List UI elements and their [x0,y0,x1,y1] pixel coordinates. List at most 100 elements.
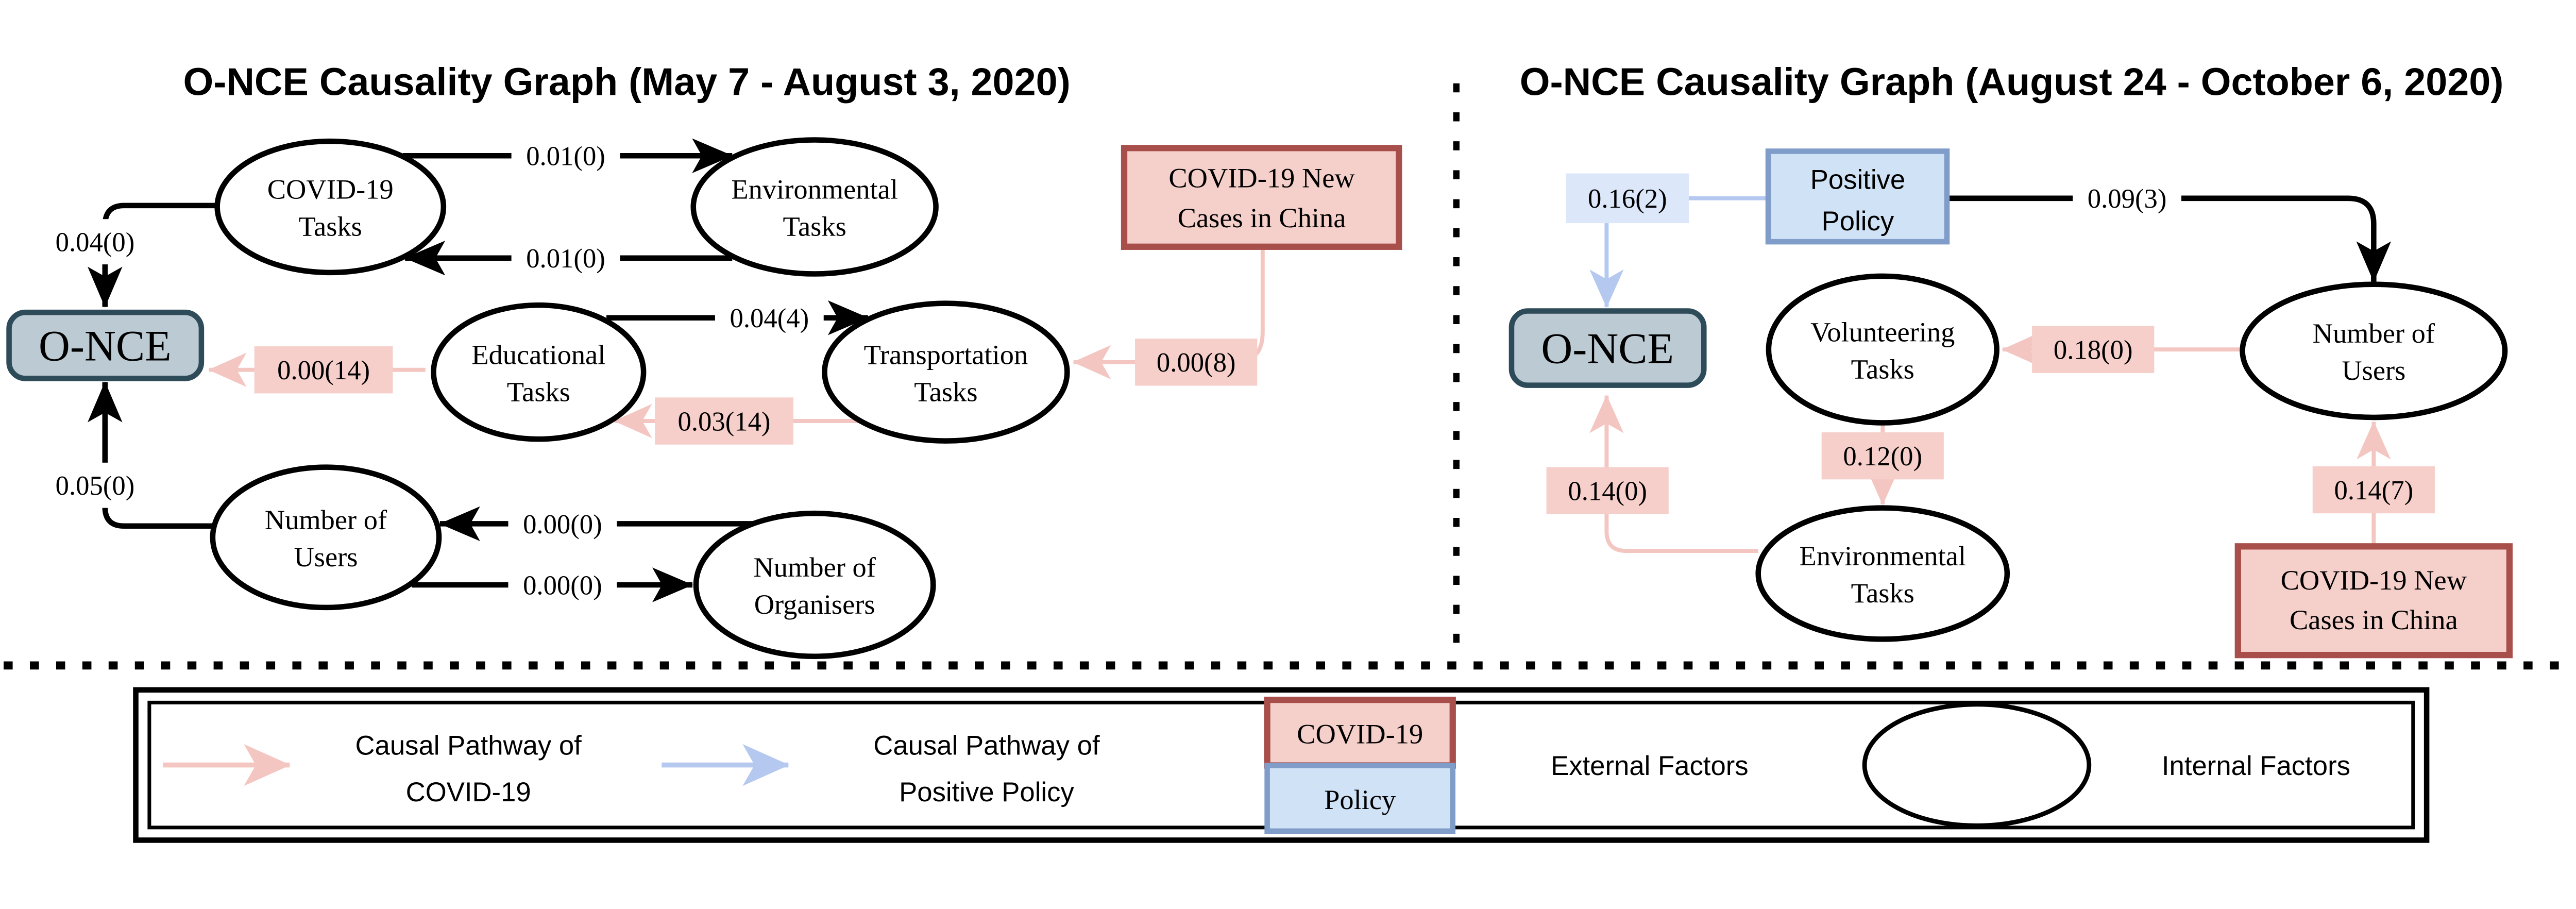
node-positive-policy-shape [1765,148,1950,245]
node-volunteering: Volunteering Tasks [1766,273,1999,426]
legend-internal-factors-label: Internal Factors [2162,751,2350,781]
node-covid-cases-left-shape [1121,145,1402,250]
edge-label-bg [2312,466,2435,514]
legend-covid-swatch-label: COVID-19 [1297,718,1423,749]
legend: Causal Pathway of COVID-19 Causal Pathwa… [133,687,2430,843]
edge-label-bg [41,219,149,265]
edge-label-bg [508,562,617,608]
edge-label-text: 0.18(0) [2054,335,2133,365]
legend-policy-pathway-label: Positive Policy [899,777,1074,807]
node-label: Tasks [914,376,977,407]
node-once-right-shape [1509,308,1707,388]
node-label: Number of [753,551,876,583]
node-env-tasks: Environmental Tasks [690,137,939,277]
edge-label-bg [2032,326,2155,373]
node-covid-cases-right-shape [2234,543,2513,659]
legend-policy-swatch [1264,763,1456,834]
edge-label-text: 0.04(0) [56,228,135,258]
legend-covid-pathway-label: Causal Pathway of [355,730,582,761]
edge-label-trans-to-edu: 0.03(14) [655,397,793,445]
edge-label-edu-to-trans: 0.04(4) [715,295,824,341]
right-graph-nodes: Positive Policy O-NCE Volunteering Tasks… [1509,148,2513,659]
edge-label-bg [1135,339,1258,386]
node-label: Organisers [754,588,875,620]
node-label: Users [294,541,358,573]
node-num-orgs: Number of Organisers [693,510,936,660]
right-graph-title: O-NCE Causality Graph (August 24 - Octob… [1520,61,2504,104]
node-label: Transportation [864,339,1028,370]
node-num-users-shape [210,464,442,611]
edge-label-users-to-once: 0.05(0) [41,462,149,508]
node-covid-cases-right: COVID-19 New Cases in China [2234,543,2513,659]
node-env-tasks-right-shape [1755,505,2010,642]
node-once-left: O-NCE [6,309,205,381]
node-label: Cases in China [2290,604,2458,635]
node-label: Tasks [1851,353,1914,384]
node-label: Positive [1810,164,1905,195]
node-trans-tasks: Transportation Tasks [822,300,1070,444]
edge-label-bg [511,133,620,179]
left-graph-edge-labels: 0.01(0) 0.01(0) 0.04(0) 0.04(4) 0.05(0) … [41,133,1258,608]
edge-label-bg [1821,432,1944,480]
edge-label-bg [655,397,793,445]
node-once-right: O-NCE [1509,308,1707,388]
node-label: O-NCE [39,322,172,370]
edge-label-bg [2073,175,2182,221]
edge-label-text: 0.09(3) [2088,184,2167,214]
edge-label-text: 0.01(0) [526,142,605,172]
node-label: O-NCE [1541,325,1674,373]
left-graph-title: O-NCE Causality Graph (May 7 - August 3,… [183,61,1070,104]
node-label: Users [2342,355,2405,386]
node-covid-cases-left: COVID-19 New Cases in China [1121,145,1402,250]
edge-label-volunteering-to-env: 0.12(0) [1821,432,1944,480]
node-edu-tasks: Educational Tasks [431,302,647,442]
edge-label-bg [41,462,149,508]
node-label: Environmental [1799,540,1966,571]
edge-label-policy-to-users: 0.09(3) [2073,175,2182,221]
edge-label-text: 0.03(14) [677,407,770,436]
node-edu-tasks-shape [431,302,647,442]
edge-label-text: 0.00(8) [1157,348,1236,378]
edge-label-text: 0.00(14) [277,356,370,385]
legend-covid-pathway-label: COVID-19 [406,777,531,807]
edge-label-bg [254,346,393,394]
legend-policy-swatch-label: Policy [1324,784,1396,815]
node-num-users: Number of Users [210,464,442,611]
node-label: COVID-19 New [2281,564,2467,596]
edge-label-cases-to-trans: 0.00(8) [1135,339,1258,386]
edge-label-covid-to-once: 0.04(0) [41,219,149,265]
node-label: Environmental [731,174,898,205]
node-label: Tasks [507,376,570,407]
edge-label-bg [508,501,617,547]
edge-label-text: 0.16(2) [1588,184,1667,214]
edge-label-text: 0.12(0) [1843,442,1922,472]
node-label: COVID-19 New [1168,162,1355,194]
edge-policy-to-num-users [1946,195,2392,282]
edge-env-to-once-covid-pathway [1589,395,1758,553]
node-label: Number of [2313,317,2435,349]
edge-label-orgs-to-users: 0.00(0) [508,501,617,547]
edge-label-text: 0.00(0) [523,570,602,600]
edge-label-env-to-once: 0.14(0) [1546,467,1669,514]
node-label: COVID-19 [267,174,394,205]
node-label: Cases in China [1178,202,1346,233]
edge-label-covid-to-env: 0.01(0) [511,133,620,179]
edge-label-policy-to-once: 0.16(2) [1566,173,1689,224]
node-label: Policy [1822,206,1894,237]
node-env-tasks-right: Environmental Tasks [1755,505,2010,642]
edge-label-text: 0.01(0) [526,244,605,274]
node-label: Number of [265,504,387,535]
edge-label-users-to-volunteering: 0.18(0) [2032,326,2155,373]
edge-label-bg [715,295,824,341]
node-label: Tasks [1851,577,1914,609]
node-volunteering-shape [1766,273,1999,426]
node-env-tasks-shape [690,137,939,277]
edge-label-text: 0.14(0) [1568,477,1647,507]
node-once-left-shape [6,309,205,381]
right-graph-edge-labels: 0.16(2) 0.09(3) 0.18(0) 0.12(0) 0.14(0) … [1546,173,2435,514]
edge-label-bg [1566,173,1689,224]
edge-label-text: 0.04(4) [730,304,809,333]
legend-policy-pathway-label: Causal Pathway of [873,730,1100,761]
